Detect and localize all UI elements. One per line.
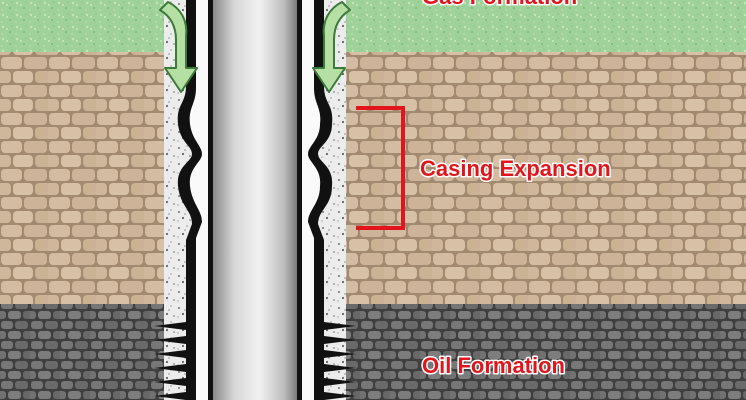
- sandstone-layer: [0, 52, 746, 304]
- down-arrow-icon: [159, 1, 198, 93]
- gas-formation-layer: [0, 0, 746, 52]
- tubing-body: [213, 0, 297, 400]
- perforations-right: [324, 322, 356, 400]
- casing-expansion-label: Casing Expansion: [420, 156, 611, 181]
- oil-formation-layer: [0, 304, 746, 400]
- bracket-icon: [356, 106, 405, 230]
- gas-formation-label: Gas Formation: [422, 0, 577, 9]
- down-arrow-icon: [312, 1, 351, 93]
- perforations-left: [154, 322, 186, 400]
- oil-formation-label: Oil Formation: [422, 353, 565, 378]
